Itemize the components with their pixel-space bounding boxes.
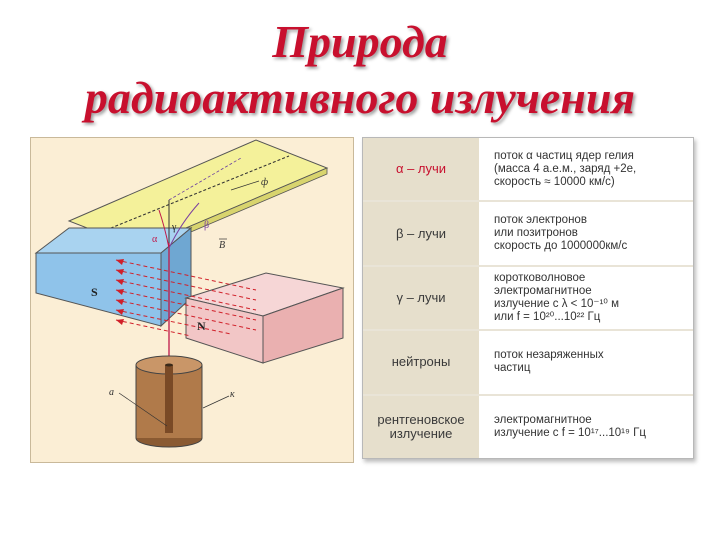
title-line-2: радиоактивного излучения [84,72,636,123]
label-plate: ф [261,177,268,188]
table-row: нейтроны поток незаряженных частиц [363,331,693,396]
row-name-alpha: α – лучи [363,138,482,201]
diagram-svg: S N α γ β B ф а к [34,139,345,448]
label-s: S [91,285,98,299]
label-alpha: α [152,234,158,245]
beam-alpha [158,209,170,249]
label-gamma: γ [171,222,177,233]
beam-beta [168,202,200,249]
row-desc-neutrons: поток незаряженных частиц [482,331,693,394]
table-row: γ – лучи коротковолновое электромагнитно… [363,266,693,332]
row-desc-beta: поток электронов или позитронов скорость… [482,202,693,265]
row-desc-xray: электромагнитное излучение с f = 10¹⁷...… [482,395,693,459]
field-lines [115,259,257,337]
table-row: рентгеновское излучение электромагнитное… [363,395,693,459]
table-row: β – лучи поток электронов или позитронов… [363,202,693,267]
row-name-xray: рентгеновское излучение [363,395,482,459]
row-name-beta: β – лучи [363,202,482,265]
row-name-neutrons: нейтроны [363,331,482,394]
magnet-s-front [35,252,162,327]
label-n: N [197,319,206,333]
label-k: к [230,389,235,400]
radiation-table: α – лучи поток α частиц ядер гелия (масс… [362,137,694,459]
label-beta: β [204,220,209,231]
label-a: а [109,387,114,398]
row-desc-alpha: поток α частиц ядер гелия (масса 4 а.е.м… [482,138,693,201]
label-field: B [219,240,225,251]
row-desc-gamma: коротковолновое электромагнитное излучен… [482,266,693,330]
table-row: α – лучи поток α частиц ядер гелия (масс… [363,138,693,203]
page-title: Природа радиоактивного излучения [0,14,720,126]
title-line-1: Природа [272,16,448,67]
row-name-gamma: γ – лучи [363,266,482,330]
experiment-diagram: S N α γ β B ф а к [30,137,354,463]
